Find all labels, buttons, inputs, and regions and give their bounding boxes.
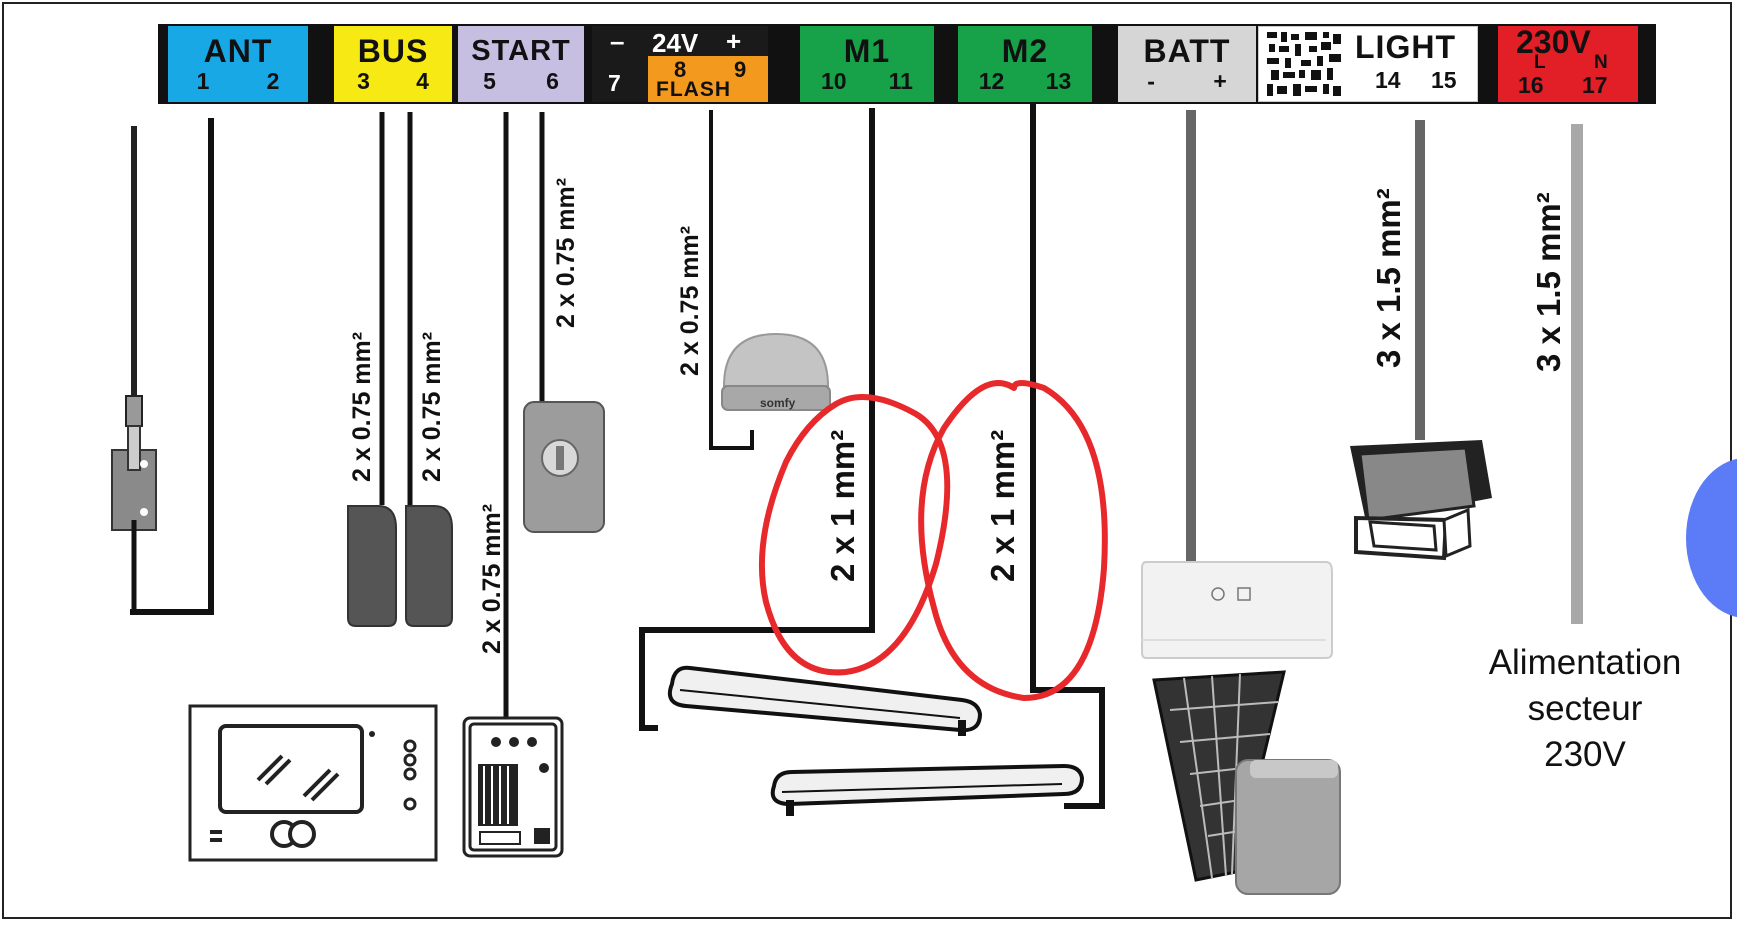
mains-caption-line: 230V	[1544, 735, 1626, 774]
wire-label-flash: 2 x 0.75 mm²	[676, 225, 704, 376]
photocell-icon	[347, 505, 397, 627]
battery-box-icon	[1235, 759, 1341, 895]
antenna-icon	[111, 126, 157, 612]
terminal-m1-name: M1	[843, 33, 891, 69]
terminal-start-name: START	[471, 35, 571, 67]
mains-caption-line: secteur	[1527, 689, 1643, 728]
terminal-number: 4	[416, 68, 429, 94]
terminal-number: 6	[546, 68, 559, 94]
terminal-number: +	[1213, 68, 1227, 94]
terminal-number: 5	[483, 68, 496, 94]
terminal-number: 13	[1045, 68, 1072, 94]
terminal-m1: M1 10 11	[800, 26, 934, 102]
wire-label-mains: 3 x 1.5 mm²	[1530, 192, 1567, 372]
terminal-24v-flash: – 24V + 7 8 9 FLASH	[592, 26, 768, 102]
wire-label-bus-b: 2 x 0.75 mm²	[418, 331, 446, 482]
terminal-number: 11	[888, 68, 913, 94]
terminal-number: 1	[196, 68, 210, 94]
terminal-bus: BUS 3 4	[334, 26, 452, 102]
terminal-number: 16	[1518, 72, 1544, 98]
terminal-number: 12	[978, 68, 1005, 94]
wire-label-start-button: 2 x 0.75 mm²	[552, 177, 580, 328]
battery-pack-icon	[1141, 561, 1333, 659]
wire-label-start-keypad: 2 x 0.75 mm²	[478, 503, 506, 654]
mains-caption-line: Alimentation	[1488, 643, 1682, 682]
terminal-230v-neutral: N	[1594, 52, 1608, 73]
flash-brand: somfy	[760, 396, 796, 410]
terminal-number: 15	[1431, 67, 1457, 93]
floodlight-icon	[1350, 440, 1492, 561]
terminal-number: 2	[266, 68, 280, 94]
terminal-plus: +	[726, 26, 742, 56]
terminal-batt-name: BATT	[1143, 33, 1231, 69]
terminal-number: 3	[357, 68, 370, 94]
antenna-wire	[130, 118, 214, 615]
terminal-light-name: LIGHT	[1355, 29, 1456, 65]
terminal-230v-name: 230V	[1516, 24, 1591, 60]
terminal-batt: BATT - +	[1118, 26, 1256, 102]
wire-label-m2: 2 x 1 mm²	[984, 429, 1021, 582]
flash-light-icon	[721, 332, 831, 411]
key-switch-icon	[523, 401, 605, 533]
terminal-number: 14	[1375, 67, 1401, 93]
flash-block: 8 9 FLASH	[648, 56, 768, 102]
terminal-number: 9	[734, 57, 747, 82]
gate-motor-icon	[667, 665, 983, 736]
gate-motor-icon	[770, 763, 1085, 816]
terminal-m2-name: M2	[1001, 33, 1049, 69]
mains-caption: Alimentation secteur 230V	[1460, 640, 1710, 778]
intercom-monitor-icon	[188, 704, 438, 862]
wire-label-m1: 2 x 1 mm²	[824, 429, 861, 582]
annotation-circle-m2	[918, 380, 1108, 702]
wire-label-bus-a: 2 x 0.75 mm²	[348, 331, 376, 482]
terminal-number: 10	[821, 68, 847, 94]
terminal-number: 17	[1582, 72, 1608, 98]
terminal-minus: –	[610, 26, 625, 56]
qr-code-icon	[1265, 30, 1343, 100]
terminal-bus-name: BUS	[357, 33, 429, 69]
photocell-icon	[405, 505, 453, 627]
terminal-m2: M2 12 13	[958, 26, 1092, 102]
terminal-24v-name: 24V	[652, 28, 699, 58]
terminal-230v-live: L	[1534, 52, 1546, 73]
m1-wire	[639, 108, 875, 731]
annotation-circle-m1	[758, 393, 951, 676]
wire-label-light: 3 x 1.5 mm²	[1370, 188, 1407, 368]
terminal-number: 8	[674, 57, 687, 82]
m2-wire	[1030, 104, 1105, 809]
terminal-ant-name: ANT	[203, 33, 273, 69]
terminal-flash-name: FLASH	[656, 78, 731, 101]
terminal-number: -	[1147, 68, 1155, 94]
flash-wire	[709, 110, 754, 450]
terminal-light: LIGHT 14 15	[1258, 26, 1478, 102]
door-station-icon	[462, 716, 564, 858]
terminal-number: 7	[608, 70, 621, 96]
terminal-start: START 5 6	[458, 26, 584, 102]
terminal-ant: ANT 1 2	[168, 26, 308, 102]
terminal-230v: 230V L N 16 17	[1498, 24, 1638, 102]
